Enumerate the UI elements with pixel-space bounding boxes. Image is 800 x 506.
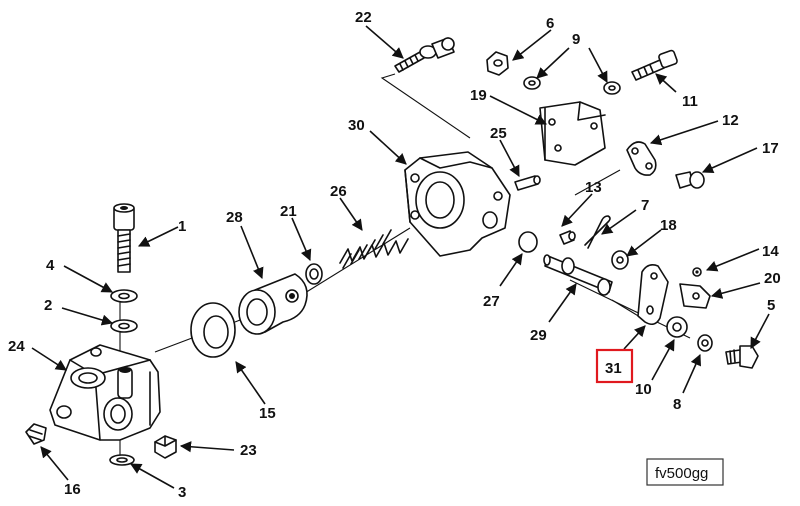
callout-13: 13 <box>585 179 602 196</box>
washer-part-18 <box>611 250 629 270</box>
screw-part-11 <box>631 49 678 81</box>
callout-6: 6 <box>546 15 554 32</box>
callout-7: 7 <box>641 197 649 214</box>
callout-8: 8 <box>673 396 681 413</box>
figure-id: fv500gg <box>655 465 708 482</box>
callout-9: 9 <box>572 31 580 48</box>
highlight-box-31 <box>595 348 634 384</box>
callout-12: 12 <box>722 112 739 129</box>
leader-lines <box>31 25 770 489</box>
clamp-part-12 <box>626 141 657 176</box>
callout-11: 11 <box>682 93 698 110</box>
callout-10: 10 <box>635 381 652 398</box>
callout-30: 30 <box>348 117 365 134</box>
washer-part-10 <box>666 316 688 338</box>
callout-20: 20 <box>764 270 781 287</box>
housing-part-24 <box>49 344 161 441</box>
piston-part-28 <box>238 273 308 335</box>
clevis-part-20 <box>679 283 711 309</box>
callout-15: 15 <box>259 405 276 422</box>
callout-17: 17 <box>762 140 779 157</box>
lockwasher-part-9 <box>523 76 621 95</box>
callout-1: 1 <box>178 218 186 235</box>
callout-23: 23 <box>240 442 257 459</box>
callout-27: 27 <box>483 293 500 310</box>
body-part-30 <box>404 151 511 257</box>
callout-5: 5 <box>767 297 775 314</box>
callout-28: 28 <box>226 209 243 226</box>
callout-labels: 22 6 9 11 19 12 17 25 30 13 7 18 1 28 21… <box>8 9 781 501</box>
callout-14: 14 <box>762 243 779 260</box>
screw-part-1 <box>113 203 135 273</box>
callout-21: 21 <box>280 203 297 220</box>
callout-19: 19 <box>470 87 487 104</box>
plug-part-16 <box>25 423 47 445</box>
figure-id-box: fv500gg <box>646 458 724 486</box>
lockwasher-part-8 <box>697 334 713 352</box>
shaft-part-29 <box>543 254 613 296</box>
callout-26: 26 <box>330 183 347 200</box>
callout-16: 16 <box>64 481 81 498</box>
screw-part-14 <box>692 267 702 277</box>
callout-31: 31 <box>605 360 622 377</box>
lockwasher-part-4 <box>110 289 138 303</box>
assembly-centerlines <box>119 73 691 455</box>
callout-4: 4 <box>46 257 55 274</box>
callout-18: 18 <box>660 217 677 234</box>
callout-22: 22 <box>355 9 372 26</box>
nut-part-6 <box>486 51 509 76</box>
washer-part-3 <box>109 454 135 466</box>
callout-24: 24 <box>8 338 25 355</box>
callout-3: 3 <box>178 484 186 501</box>
seal-part-15 <box>190 302 236 358</box>
plug-part-23 <box>154 435 177 459</box>
pin-part-25 <box>514 175 541 191</box>
callout-29: 29 <box>530 327 547 344</box>
disc-part-27 <box>518 231 538 253</box>
ring-part-21 <box>305 263 323 285</box>
pin-part-13 <box>559 230 576 245</box>
spring-part-26 <box>339 229 409 269</box>
lever-part-31 <box>637 264 669 326</box>
bolt-part-22 <box>394 37 455 73</box>
cotter-pin-part-7 <box>584 215 611 249</box>
callout-25: 25 <box>490 125 507 142</box>
bolt-part-17 <box>675 171 705 189</box>
callout-2: 2 <box>44 297 52 314</box>
washer-part-2 <box>110 319 138 333</box>
bolt-part-5 <box>725 345 759 369</box>
bracket-part-19 <box>539 101 606 166</box>
